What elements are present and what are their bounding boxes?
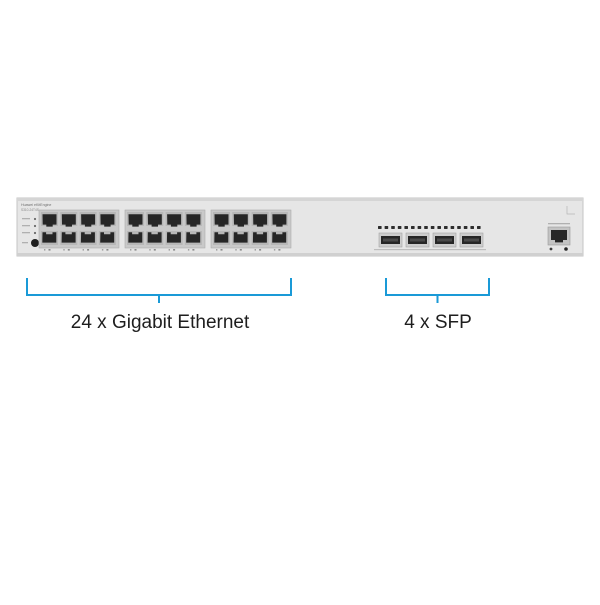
sfp-led [457,226,461,229]
rj45-caption: 24 x Gigabit Ethernet [70,312,250,333]
port-number-label [187,249,190,251]
rj45-port-socket [233,214,248,227]
port-number-label [220,249,223,251]
rj45-bracket [26,278,292,303]
port-number-label [63,249,65,251]
sfp-led [404,226,408,229]
sfp-led [411,226,415,229]
rj45-port-socket [166,232,181,243]
sfp-led [444,226,448,229]
port-number-label [153,249,156,251]
rj45-port-socket [61,232,76,243]
rj45-port-socket [253,214,268,227]
rj45-port-socket [100,214,115,227]
sfp-led [437,226,441,229]
rj45-port-socket [100,232,115,243]
console-led [549,247,553,251]
status-led-label [22,218,30,220]
sfp-led [477,226,481,229]
sfp-led [384,226,389,229]
sfp-caption: 4 x SFP [404,312,472,333]
port-number-label [48,249,51,251]
sfp-led [470,226,474,229]
port-number-label [216,249,218,251]
sfp-led [378,226,382,229]
rj45-port-socket [128,214,143,227]
rj45-port-socket [214,232,229,243]
mode-button-label [22,242,28,244]
port-number-label [168,249,170,251]
rj45-port-socket [272,214,287,227]
port-number-label [134,249,137,251]
model-text: S310-24T4S [21,208,39,212]
chassis-bottom-edge [17,253,583,256]
status-led [33,217,37,221]
rj45-port-socket [233,232,248,243]
port-number-label [87,249,90,251]
reset-pinhole [564,247,568,251]
port-number-label [101,249,104,251]
port-number-label [259,249,262,251]
rj45-port-socket [42,214,57,227]
sfp-port-inner [464,238,479,242]
sfp-port-inner [383,238,398,242]
status-led-label [22,232,30,234]
rj45-port-socket [42,232,57,243]
rj45-port-socket [147,214,162,227]
sfp-led [391,226,395,229]
rj45-port-socket [186,214,201,227]
port-number-label [235,249,237,251]
chassis-top-edge [17,198,583,201]
status-led [33,231,37,235]
rj45-port-socket [272,232,287,243]
port-number-label [173,249,176,251]
rj45-port-socket [128,232,143,243]
port-number-label [130,249,132,251]
port-number-label [106,249,109,251]
port-number-label [192,249,195,251]
port-number-label [278,249,281,251]
rj45-port-socket [186,232,201,243]
rj45-port-socket [147,232,162,243]
port-number-label [149,249,151,251]
status-led [33,224,37,228]
sfp-label-strip [374,249,486,251]
sfp-led [417,226,422,229]
sfp-led [397,226,402,229]
sfp-port-inner [410,238,425,242]
port-number-label [273,249,276,251]
sfp-bracket-outline [385,278,490,296]
rj45-port-socket [167,214,182,227]
status-led-label [22,225,30,227]
sfp-led [463,226,468,229]
console-port-icon [551,230,567,243]
port-number-label [254,249,256,251]
rj45-port-socket [252,232,267,243]
port-number-label [82,249,84,251]
sfp-port-inner [437,238,452,242]
rj45-port-socket [214,214,229,227]
rj45-port-socket [80,232,95,243]
rj45-port-socket [61,214,76,227]
rj45-port-socket [81,214,96,227]
port-number-label [67,249,70,251]
sfp-led [430,226,435,229]
sfp-led [450,226,455,229]
port-number-label [44,249,46,251]
port-number-label [239,249,242,251]
console-port-label [548,223,570,225]
mode-button-icon [31,239,39,247]
rj45-bracket-outline [26,278,292,296]
sfp-bracket [385,278,490,303]
sfp-led [424,226,428,229]
brand-text: Huawei eKitEngine [21,203,51,207]
panel-mark [566,206,575,215]
